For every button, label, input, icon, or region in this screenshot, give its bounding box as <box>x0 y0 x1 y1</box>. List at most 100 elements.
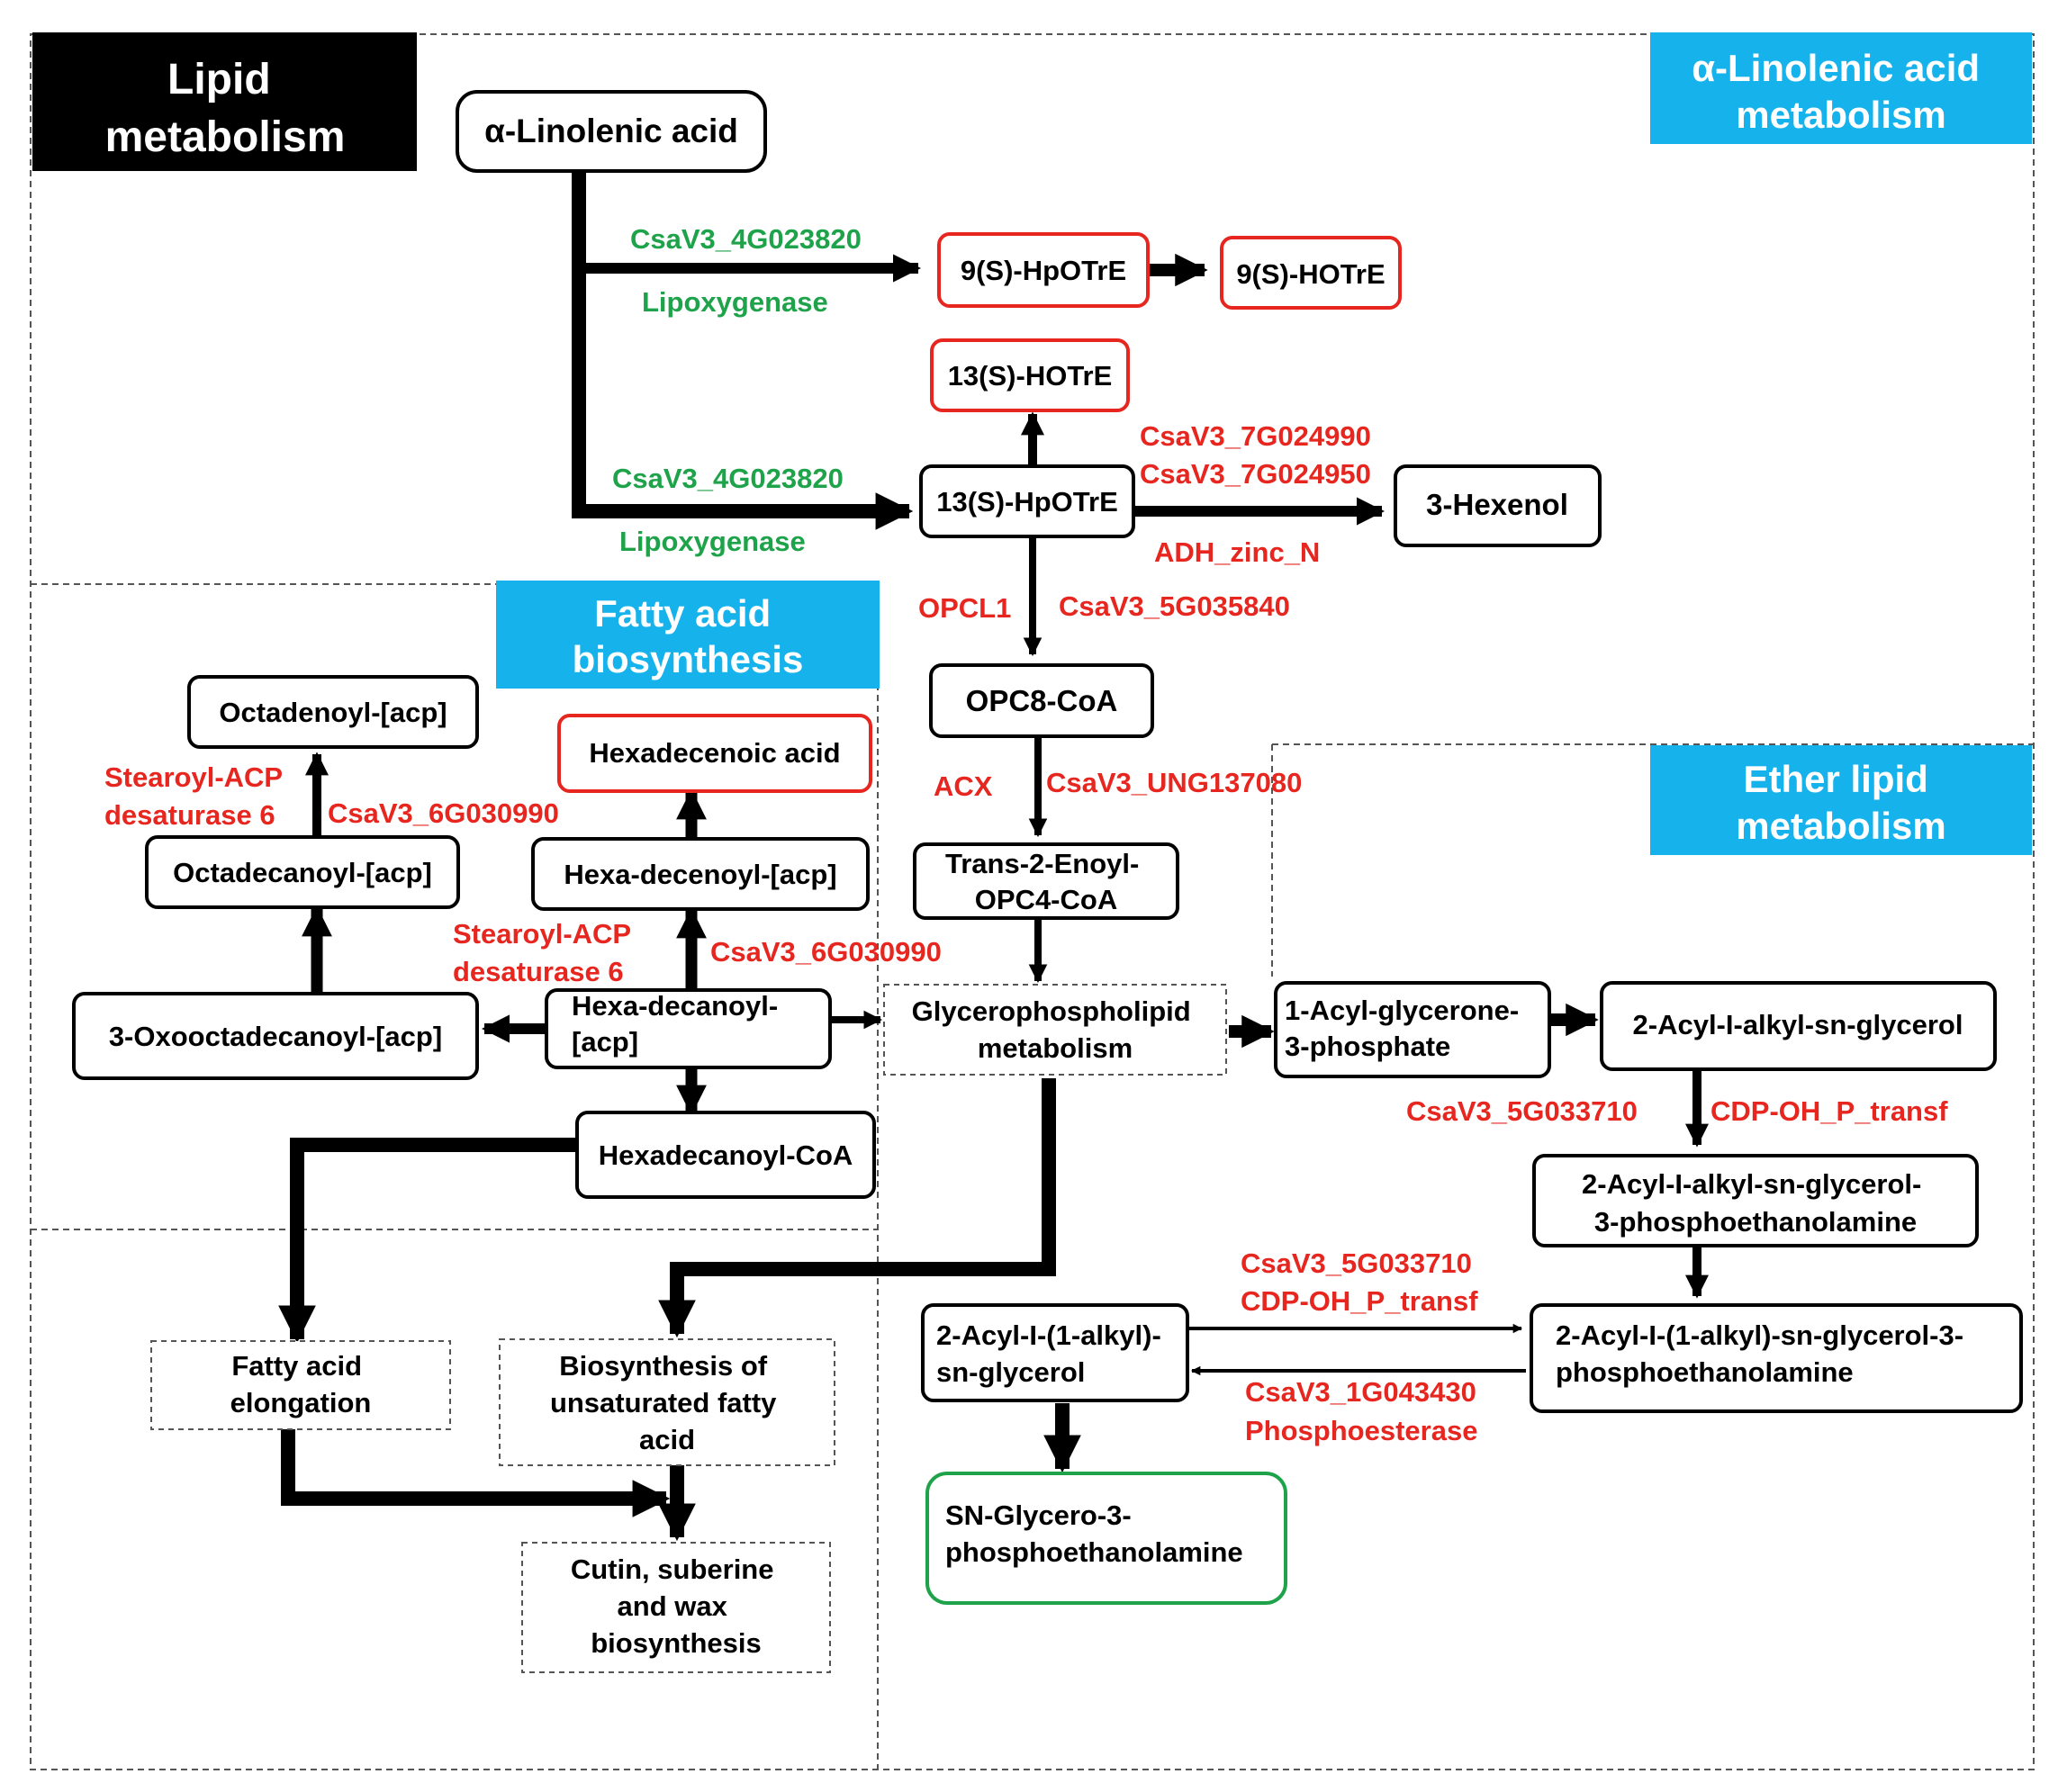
header-line: metabolism <box>1736 94 1945 136</box>
node-text: 2-Acyl-I-alkyl-sn-glycerol- <box>1582 1168 1921 1200</box>
node-text: α-Linolenic acid <box>484 113 738 149</box>
node-13s-hpotre: 13(S)-HpOTrE <box>919 464 1135 538</box>
node-hexadecanoyl-coa: Hexadecanoyl-CoA <box>575 1111 876 1199</box>
node-text: 3-Oxooctadecanoyl-[acp] <box>109 1021 442 1052</box>
enzyme-label-lipoxygenase-bottom: Lipoxygenase <box>619 526 806 557</box>
node-text: 13(S)-HOTrE <box>948 360 1113 392</box>
arrow-glycerophospholipid-to-unsaturated <box>658 1078 1056 1338</box>
svg-text:Lipid metabolism: Lipid metabolism <box>105 56 346 161</box>
node-text: acid <box>639 1424 695 1455</box>
svg-text:Octadecanoyl-[acp]: Octadecanoyl-[acp] <box>173 857 432 888</box>
enzyme-labels: CsaV3_4G023820 Lipoxygenase CsaV3_4G0238… <box>104 223 1948 1446</box>
node-1-acyl-glycerone-3-phosphate: 1-Acyl-glycerone- 3-phosphate <box>1274 981 1551 1078</box>
header-line: metabolism <box>1736 805 1945 847</box>
node-text: Octadenoyl-[acp] <box>219 697 447 728</box>
enzyme-label-phosphoesterase: Phosphoesterase <box>1245 1415 1477 1446</box>
node-text: phosphoethanolamine <box>945 1536 1243 1568</box>
node-alpha-linolenic-acid: α-Linolenic acid <box>456 90 767 173</box>
node-text: 9(S)-HOTrE <box>1236 258 1385 290</box>
svg-text:9(S)-HpOTrE: 9(S)-HpOTrE <box>961 255 1126 286</box>
node-2-acyl-1-alkyl-sn-glycerol: 2-Acyl-I-alkyl-sn-glycerol <box>1600 981 1997 1071</box>
node-opc8-coa: OPC8-CoA <box>929 663 1154 738</box>
node-2-acyl-1-1-alkyl-sn-glycerol: 2-Acyl-I-(1-alkyl)- sn-glycerol <box>921 1303 1189 1402</box>
svg-text:2-Acyl-I-(1-alkyl)-sn-glycerol: 2-Acyl-I-(1-alkyl)-sn-glycerol-3- phosph… <box>1556 1319 1972 1388</box>
node-text: 13(S)-HpOTrE <box>936 486 1118 518</box>
node-text: Hexa-decenoyl-[acp] <box>564 859 836 890</box>
node-hexadecenoic-acid: Hexadecenoic acid <box>557 714 872 793</box>
arrow-elongation-to-cutin <box>281 1422 671 1517</box>
header-line: Ether lipid <box>1743 758 1927 800</box>
gene-label-5g033710-bottom: CsaV3_5G033710 <box>1241 1247 1472 1279</box>
gene-label-4g023820-top: CsaV3_4G023820 <box>630 223 862 255</box>
node-text: 1-Acyl-glycerone- <box>1285 995 1519 1026</box>
svg-text:1-Acyl-glycerone- 3-ph: 1-Acyl-glycerone- 3-phosphate <box>1285 995 1527 1062</box>
gene-label-6g030990-left: CsaV3_6G030990 <box>328 797 559 829</box>
node-text: 2-Acyl-I-alkyl-sn-glycerol <box>1633 1009 1963 1040</box>
section-header-ether-lipid: Ether lipid metabolism <box>1650 745 2032 855</box>
node-3-oxooctadecanoyl-acp: 3-Oxooctadecanoyl-[acp] <box>72 992 479 1080</box>
node-13s-hotre: 13(S)-HOTrE <box>930 338 1130 412</box>
svg-text:Cutin, suberine and wa: Cutin, suberine and wax biosynthesis <box>571 1553 781 1659</box>
node-text: Glycerophospholipid <box>912 995 1191 1027</box>
header-line: α-Linolenic acid <box>1692 47 1980 89</box>
gene-label-5g035840: CsaV3_5G035840 <box>1059 590 1290 622</box>
svg-text:9(S)-HOTrE: 9(S)-HOTrE <box>1236 258 1385 290</box>
node-text: Trans-2-Enoyl- <box>945 848 1139 879</box>
svg-text:Fatty acid elongation: Fatty acid elongation <box>230 1350 372 1418</box>
gene-label-7g024990: CsaV3_7G024990 <box>1140 420 1371 452</box>
section-header-fatty-acid-biosynthesis: Fatty acid biosynthesis <box>496 581 880 689</box>
svg-text:Octadenoyl-[acp]: Octadenoyl-[acp] <box>219 697 447 728</box>
gene-label-6g030990-mid: CsaV3_6G030990 <box>710 936 942 968</box>
node-fatty-acid-elongation: Fatty acid elongation <box>150 1340 451 1430</box>
node-9s-hotre: 9(S)-HOTrE <box>1220 236 1402 310</box>
svg-text:α-Linolenic acid: α-Linolenic acid <box>484 113 738 149</box>
node-text: biosynthesis <box>591 1627 762 1659</box>
node-text: Biosynthesis of <box>559 1350 767 1382</box>
node-3-hexenol: 3-Hexenol <box>1394 464 1602 547</box>
svg-text:3-Oxooctadecanoyl-[acp]: 3-Oxooctadecanoyl-[acp] <box>109 1021 442 1052</box>
node-2-acyl-1-1-alkyl-gpe: 2-Acyl-I-(1-alkyl)-sn-glycerol-3- phosph… <box>1530 1303 2023 1413</box>
node-text: Hexa-decanoyl- <box>572 990 778 1022</box>
enzyme-label-stearoyl-acp-mid: Stearoyl-ACP desaturase 6 <box>453 918 638 987</box>
node-text: OPC8-CoA <box>966 684 1118 717</box>
node-text: and wax <box>618 1590 728 1622</box>
arrow-hexadecanoyl-coa-to-elongation <box>278 1138 576 1344</box>
svg-text:SN-Glycero-3- phosphoe: SN-Glycero-3- phosphoethanolamine <box>945 1499 1243 1568</box>
svg-text:OPC8-CoA: OPC8-CoA <box>966 684 1118 717</box>
node-text: OPC4-CoA <box>975 884 1117 915</box>
enzyme-label-cdp-oh-right: CDP-OH_P_transf <box>1710 1095 1948 1127</box>
nodes: α-Linolenic acid 9(S)-HpOTrE 9(S)-HOTrE … <box>72 90 2023 1673</box>
svg-text:Ether lipid metabolism: Ether lipid metabolism <box>1736 758 1945 847</box>
node-text: metabolism <box>978 1032 1133 1064</box>
node-text: unsaturated fatty <box>550 1387 777 1418</box>
node-text: 3-phosphate <box>1285 1031 1450 1062</box>
svg-text:Fatty acid biosynthesis: Fatty acid biosynthesis <box>573 592 804 680</box>
node-text: 3-phosphoethanolamine <box>1594 1206 1917 1238</box>
svg-text:2-Acyl-I-alkyl-sn-glycerol: 2-Acyl-I-alkyl-sn-glycerol <box>1633 1009 1963 1040</box>
node-text: sn-glycerol <box>936 1356 1085 1388</box>
node-trans-enoyl-opc4-coa: Trans-2-Enoyl- OPC4-CoA <box>913 842 1179 920</box>
node-hexadecenoyl-acp: Hexa-decenoyl-[acp] <box>531 837 870 911</box>
node-glycerophospholipid-metabolism: Glycerophospholipid metabolism <box>883 984 1227 1076</box>
gene-label-1g043430: CsaV3_1G043430 <box>1245 1376 1476 1408</box>
gene-label-4g023820-bottom: CsaV3_4G023820 <box>612 463 844 494</box>
svg-text:Hexadecenoic acid: Hexadecenoic acid <box>589 737 840 769</box>
header-line: metabolism <box>105 113 346 161</box>
header-line: Fatty acid <box>594 592 771 635</box>
gene-label-5g033710-right: CsaV3_5G033710 <box>1406 1095 1638 1127</box>
gene-label-7g024950: CsaV3_7G024950 <box>1140 458 1371 490</box>
gene-label-ung137080: CsaV3_UNG137080 <box>1046 767 1302 798</box>
node-text: [acp] <box>572 1026 638 1058</box>
node-cutin-suberine-wax-biosynthesis: Cutin, suberine and wax biosynthesis <box>521 1542 831 1673</box>
node-text: 2-Acyl-I-(1-alkyl)-sn-glycerol-3- <box>1556 1319 1963 1351</box>
node-octadenoyl-acp: Octadenoyl-[acp] <box>187 675 479 749</box>
node-hexadecanoyl-acp: Hexa-decanoyl- [acp] <box>545 988 832 1069</box>
node-text: Hexadecenoic acid <box>589 737 840 769</box>
node-text: elongation <box>230 1387 372 1418</box>
enzyme-label-stearoyl-acp-left: Stearoyl-ACP desaturase 6 <box>104 761 290 831</box>
node-2-acyl-1-alkyl-gpe: 2-Acyl-I-alkyl-sn-glycerol- 3-phosphoeth… <box>1532 1154 1979 1247</box>
section-header-alpha-linolenic: α-Linolenic acid metabolism <box>1650 32 2032 144</box>
node-sn-glycero-3-phosphoethanolamine: SN-Glycero-3- phosphoethanolamine <box>925 1472 1287 1605</box>
enzyme-label-cdp-oh-bottom: CDP-OH_P_transf <box>1241 1285 1478 1317</box>
